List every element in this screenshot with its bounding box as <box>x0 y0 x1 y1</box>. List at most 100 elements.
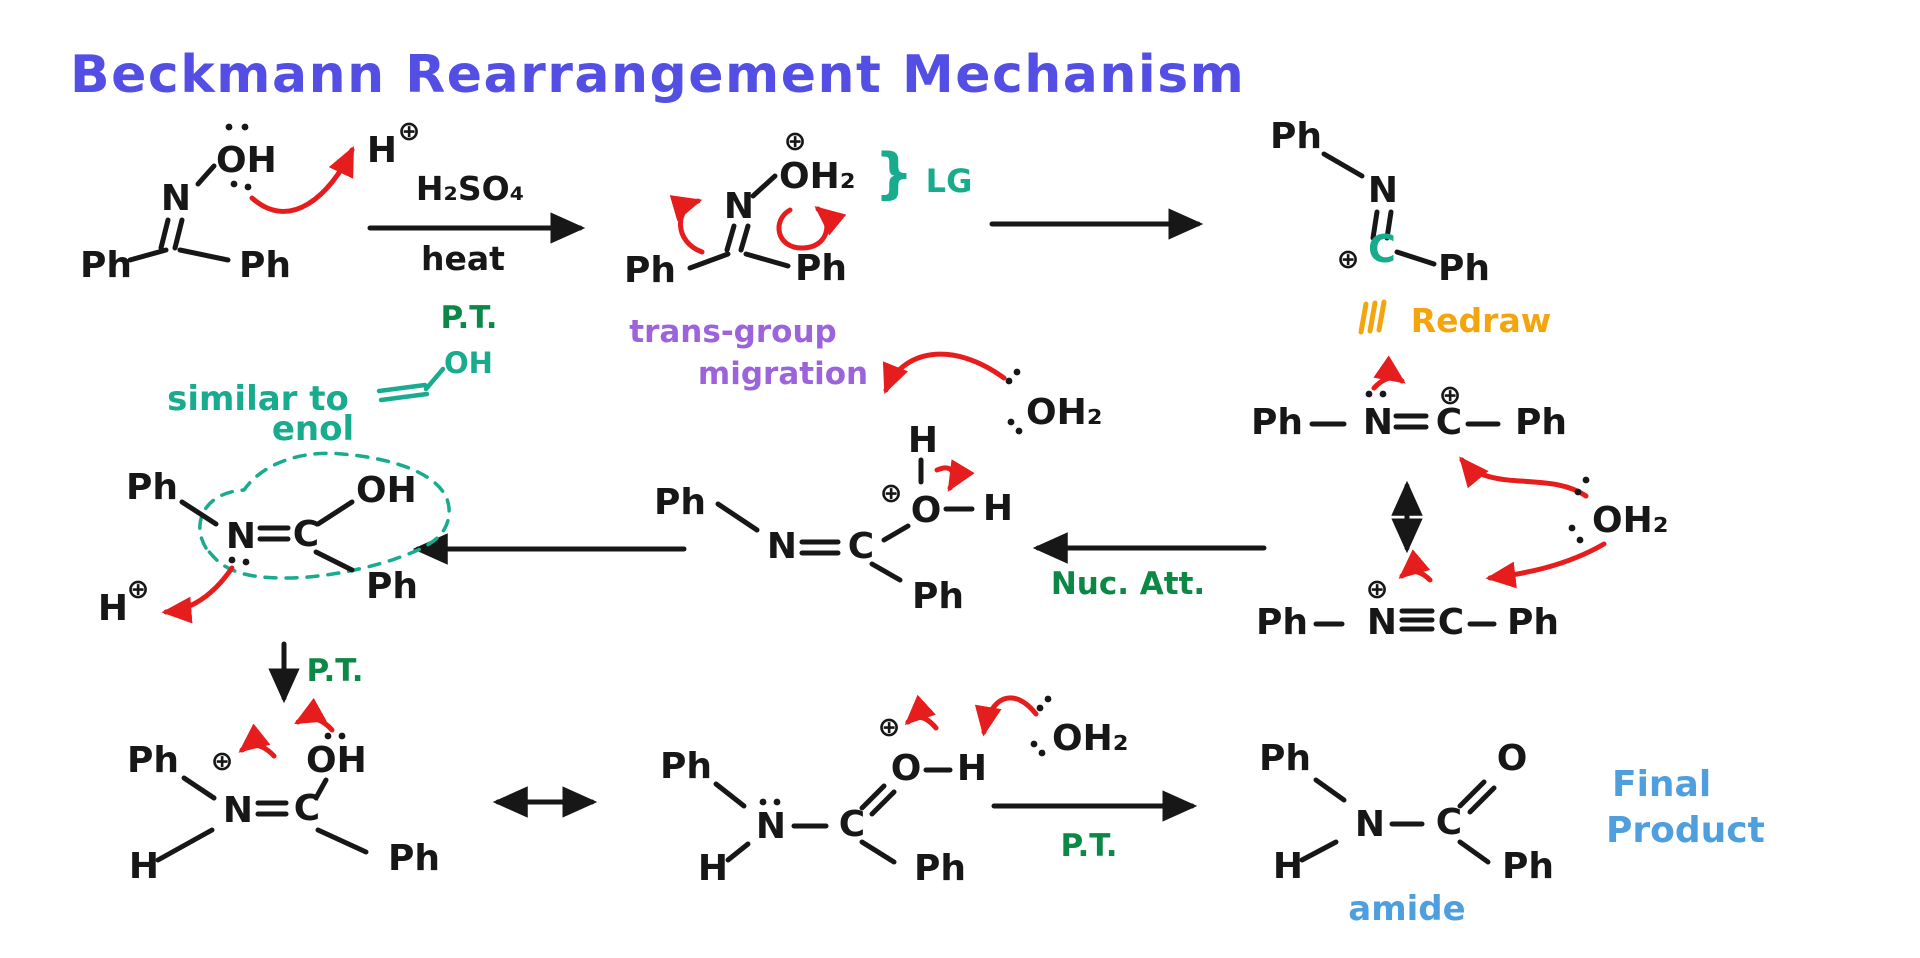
enol-bond-oh <box>423 366 446 392</box>
atom-ph-bottom: Ph <box>912 576 964 617</box>
atom-n: N <box>1367 602 1397 643</box>
plus-charge: ⊕ <box>1439 380 1462 411</box>
bond-c-ph-left <box>687 251 731 271</box>
bond-ph-n <box>715 501 760 533</box>
water-formula: OH₂ <box>1026 392 1103 433</box>
atom-h-plus: H <box>367 130 397 171</box>
reagent-below: heat <box>421 239 505 278</box>
pt-label: P.T. <box>1060 828 1117 864</box>
atom-ph-left: Ph <box>127 740 179 781</box>
atom-ph-left: Ph <box>1256 602 1308 643</box>
atom-n: N <box>1363 402 1393 443</box>
bond-ph-n <box>1321 151 1365 179</box>
atom-n: N <box>1368 170 1398 211</box>
proton-transfer-down: P.T. <box>268 641 364 704</box>
redraw-label: Redraw <box>1411 301 1551 340</box>
curved-arrow-hook1 <box>238 723 277 759</box>
dashed-highlight-oval <box>198 451 451 580</box>
enol-oh: OH <box>444 346 493 380</box>
atom-oh: OH <box>356 470 417 511</box>
lg-brace: } <box>875 142 913 205</box>
atom-ph-left: Ph <box>660 746 712 787</box>
atom-ph-right: Ph <box>1507 602 1559 643</box>
structure-imidate: Ph N C OH Ph H ⊕ <box>98 451 451 629</box>
page-title: Beckmann Rearrangement Mechanism <box>70 45 1245 105</box>
atom-o: O <box>891 748 922 789</box>
pt-label: P.T. <box>440 300 497 336</box>
curved-arrow-hook <box>904 694 939 731</box>
plus-charge: ⊕ <box>880 478 903 509</box>
atom-c: C <box>293 514 319 555</box>
atom-h-plus: H <box>98 588 128 629</box>
water-formula: OH₂ <box>1592 500 1669 541</box>
curved-arrow-lone-pair <box>1371 355 1406 391</box>
structure-nitrilium-res-top: Ph N ⊕ C Ph <box>1251 355 1567 443</box>
double-bond-line <box>1384 209 1394 241</box>
curved-arrow-protonation <box>249 145 355 214</box>
lg-label: LG <box>926 162 973 200</box>
plus-charge: ⊕ <box>1366 574 1389 605</box>
curved-arrow-to-h <box>161 565 235 624</box>
double-bond-line <box>1457 779 1487 809</box>
atom-ph-bottom: Ph <box>914 848 966 889</box>
plus-charge: ⊕ <box>211 746 234 777</box>
plus-charge: ⊕ <box>398 116 421 147</box>
atom-c-highlighted: C <box>1368 227 1396 271</box>
curved-arrow-water-to-c-top <box>1459 456 1589 499</box>
bond-c-ph <box>313 549 355 573</box>
enol-label: enol <box>272 409 354 449</box>
nuc-att-label: Nuc. Att. <box>1051 566 1205 602</box>
atom-h-right: H <box>983 488 1013 529</box>
bond-c-ph-left <box>127 247 169 263</box>
tick-mark <box>1367 300 1378 334</box>
atom-ph-left: Ph <box>126 467 178 508</box>
plus-charge: ⊕ <box>878 712 901 743</box>
atom-c: C <box>1436 802 1462 843</box>
double-bond-line <box>869 789 897 817</box>
bond-ph-n <box>1313 777 1347 803</box>
structure-amide-product: Ph N C O Ph H amide Final Product <box>1259 738 1765 929</box>
note-redraw: Redraw <box>1358 299 1551 340</box>
bond-c-ph <box>869 561 903 583</box>
atom-ph-bottom: Ph <box>1502 846 1554 887</box>
double-bond-line <box>738 223 751 253</box>
atom-ph-right: Ph <box>795 248 847 289</box>
atom-ph-left: Ph <box>1259 738 1311 779</box>
bond-n-o <box>750 173 778 199</box>
structure-nitrilium-res-bottom: Ph ⊕ N C Ph <box>1256 549 1559 643</box>
tick-mark <box>1376 299 1387 333</box>
atom-ph-bottom: Ph <box>366 566 418 607</box>
double-bond-line <box>859 783 887 811</box>
bond-c-ph <box>1394 249 1437 267</box>
atom-h: H <box>698 848 728 889</box>
bond-c-ph-right <box>743 251 791 269</box>
atom-oh2: OH₂ <box>779 156 856 197</box>
structure-protonated-imidate: OH₂ H ⊕ O H C N Ph Ph <box>654 351 1103 617</box>
reaction-arrow-4: P.T. <box>991 790 1198 864</box>
double-bond-line <box>1467 785 1497 815</box>
atom-n: N <box>756 806 786 847</box>
curved-arrow-water-to-h <box>974 695 1039 737</box>
final-label-line1: Final <box>1612 764 1711 805</box>
structure-oxime: OH N Ph Ph H ⊕ <box>80 116 420 286</box>
lone-pair-dots <box>225 123 252 191</box>
atom-h: H <box>1273 846 1303 887</box>
water-formula: OH₂ <box>1052 718 1129 759</box>
double-bond-line <box>172 217 185 251</box>
bond-c-ph <box>315 827 369 855</box>
curved-arrow-hook2 <box>294 697 335 733</box>
curved-arrow-water-to-c-bottom <box>1485 541 1607 589</box>
atom-h-right: H <box>957 748 987 789</box>
bond-c-ph-right <box>177 247 231 263</box>
pt-label: P.T. <box>306 653 363 689</box>
structure-o-protonated-amide: Ph N C O ⊕ H OH₂ Ph H <box>660 694 1129 889</box>
atom-n: N <box>223 790 253 831</box>
bond-ph-n <box>179 499 219 527</box>
atom-c: C <box>1436 402 1462 443</box>
nucleophilic-attack-arrow: Nuc. Att. <box>1032 532 1267 602</box>
atom-n: N <box>767 526 797 567</box>
bond-o-c <box>881 523 911 543</box>
bond-c-oh <box>313 777 329 801</box>
atom-c: C <box>848 526 874 567</box>
